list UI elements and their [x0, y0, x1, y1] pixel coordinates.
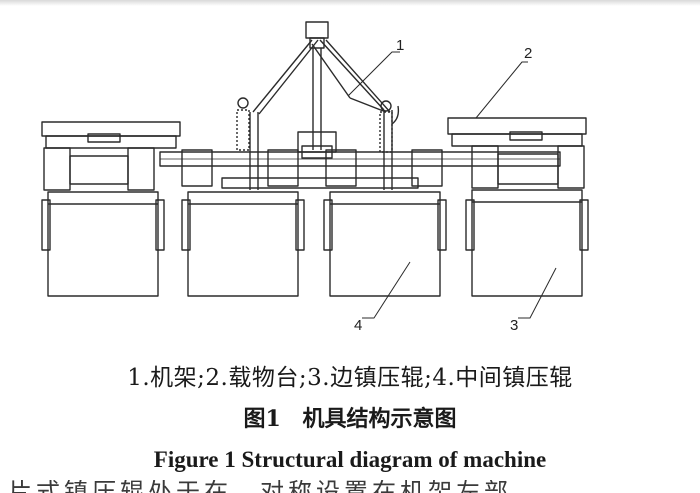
middle-roller-a — [181, 191, 305, 297]
side-roller-right — [465, 189, 589, 297]
cropped-top-strip — [0, 0, 700, 6]
hitch-frame — [236, 21, 400, 190]
bearing-housings — [43, 145, 585, 191]
cropped-body-text: 片式镇压辊处于在，对称设置在机架左部 — [0, 480, 700, 493]
figure-title-chinese: 图1 机具结构示意图 — [243, 406, 457, 432]
label-side-roller: 3 — [510, 317, 518, 334]
label-frame: 1 — [396, 37, 404, 54]
leader-lines — [347, 51, 557, 319]
middle-roller-b — [323, 191, 447, 297]
right-platform — [447, 117, 587, 147]
left-platform — [41, 121, 181, 149]
label-platform: 2 — [524, 45, 532, 62]
legend-caption: 1.机架;2.载物台;3.边镇压辊;4.中间镇压辊 — [127, 365, 573, 391]
label-middle-roller: 4 — [354, 317, 362, 334]
machine-structure-drawing: 1 2 3 4 — [41, 21, 589, 334]
side-roller-left — [41, 191, 165, 297]
figure-title-english: Figure 1 Structural diagram of machine — [153, 447, 547, 472]
main-axle — [159, 151, 561, 189]
